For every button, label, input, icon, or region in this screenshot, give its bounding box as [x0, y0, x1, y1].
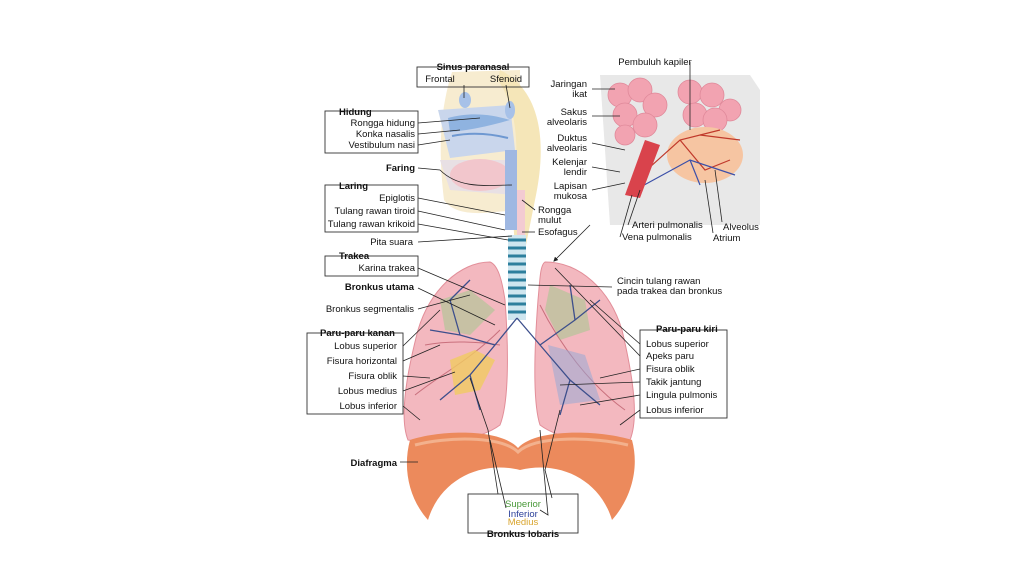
label-sakus-alveolaris-1: Sakus: [561, 107, 588, 118]
label-karina-trakea: Karina trakea: [358, 263, 415, 274]
left-lung: [534, 261, 635, 443]
label-bronkus-inferior: Inferior: [508, 509, 538, 520]
label-vena-pulmonalis: Vena pulmonalis: [622, 232, 692, 243]
label-bronkus-utama: Bronkus utama: [345, 282, 415, 293]
label-lapisan-mukosa-2: mukosa: [554, 191, 588, 202]
diaphragm: [406, 432, 635, 520]
label-sinus-title: Sinus paranasal: [437, 62, 510, 73]
label-paru-kanan: Paru-paru kanan: [320, 328, 395, 339]
label-kiri-fisura-oblik: Fisura oblik: [646, 364, 695, 375]
label-cincin-1: Cincin tulang rawan: [617, 276, 700, 287]
alveoli-inset: [600, 75, 760, 225]
label-sakus-alveolaris-2: alveolaris: [547, 117, 587, 128]
bronkus-lobaris-box: [467, 493, 579, 534]
label-alveolus: Alveolus: [723, 222, 759, 233]
label-paru-kiri: Paru-paru kiri: [656, 324, 718, 335]
label-rongga-mulut-1: Rongga: [538, 205, 572, 216]
label-pita-suara: Pita suara: [370, 237, 413, 248]
label-atrium: Atrium: [713, 233, 741, 244]
label-kanan-lobus-superior: Lobus superior: [334, 341, 397, 352]
label-kiri-lobus-inferior: Lobus inferior: [646, 405, 704, 416]
label-takik-jantung: Takik jantung: [646, 377, 701, 388]
bronchial-tree: [429, 279, 601, 416]
paru-kiri-box: [639, 329, 728, 419]
label-laring: Laring: [339, 181, 368, 192]
label-tulang-rawan-krikoid: Tulang rawan krikoid: [328, 219, 415, 230]
label-jaringan-ikat-2: ikat: [572, 89, 587, 100]
label-pembuluh-kapiler: Pembuluh kapiler: [618, 57, 691, 68]
sinus-box: [416, 66, 530, 88]
label-kanan-fisura-oblik: Fisura oblik: [348, 371, 397, 382]
label-bronkus-segmentalis: Bronkus segmentalis: [326, 304, 414, 315]
label-cincin-2: pada trakea dan bronkus: [617, 286, 722, 297]
trakea-box: [324, 255, 419, 277]
label-rongga-hidung: Rongga hidung: [351, 118, 415, 129]
label-hidung: Hidung: [339, 107, 372, 118]
label-vestibulum-nasi: Vestibulum nasi: [348, 140, 415, 151]
label-kelenjar-lendir-2: lendir: [564, 167, 587, 178]
label-konka-nasalis: Konka nasalis: [356, 129, 415, 140]
label-esofagus: Esofagus: [538, 227, 578, 238]
label-bronkus-superior: Superior: [505, 499, 541, 510]
label-sinus-sfenoid: Sfenoid: [490, 74, 522, 85]
head-illustration: [438, 70, 541, 250]
label-lobus-medius: Lobus medius: [338, 386, 397, 397]
label-lapisan-mukosa-1: Lapisan: [554, 181, 587, 192]
label-jaringan-ikat-1: Jaringan: [551, 79, 587, 90]
labels: Sinus paranasal Frontal Sfenoid Hidung R…: [320, 57, 759, 540]
hidung-box: [324, 110, 419, 154]
label-sinus-frontal: Frontal: [425, 74, 455, 85]
label-bronkus-medius: Medius: [508, 517, 539, 528]
label-trakea: Trakea: [339, 251, 370, 262]
label-faring: Faring: [386, 163, 415, 174]
label-fisura-horizontal: Fisura horizontal: [327, 356, 397, 367]
label-arteri-pulmonalis: Arteri pulmonalis: [632, 220, 703, 231]
label-duktus-alveolaris-1: Duktus: [557, 133, 587, 144]
trachea-illustration: [508, 235, 526, 320]
label-epiglotis: Epiglotis: [379, 193, 415, 204]
paru-kanan-box: [306, 332, 404, 415]
label-bronkus-lobaris: Bronkus lobaris: [487, 529, 559, 540]
label-diafragma: Diafragma: [351, 458, 398, 469]
label-rongga-mulut-2: mulut: [538, 215, 562, 226]
label-kiri-lobus-superior: Lobus superior: [646, 339, 709, 350]
label-duktus-alveolaris-2: alveolaris: [547, 143, 587, 154]
label-lingula-pulmonis: Lingula pulmonis: [646, 390, 718, 401]
right-lung: [403, 261, 508, 443]
label-kelenjar-lendir-1: Kelenjar: [552, 157, 587, 168]
leader-lines: [400, 62, 723, 516]
label-kanan-lobus-inferior: Lobus inferior: [339, 401, 397, 412]
label-apeks-paru: Apeks paru: [646, 351, 694, 362]
label-tulang-rawan-tiroid: Tulang rawan tiroid: [335, 206, 415, 217]
laring-box: [324, 184, 419, 233]
